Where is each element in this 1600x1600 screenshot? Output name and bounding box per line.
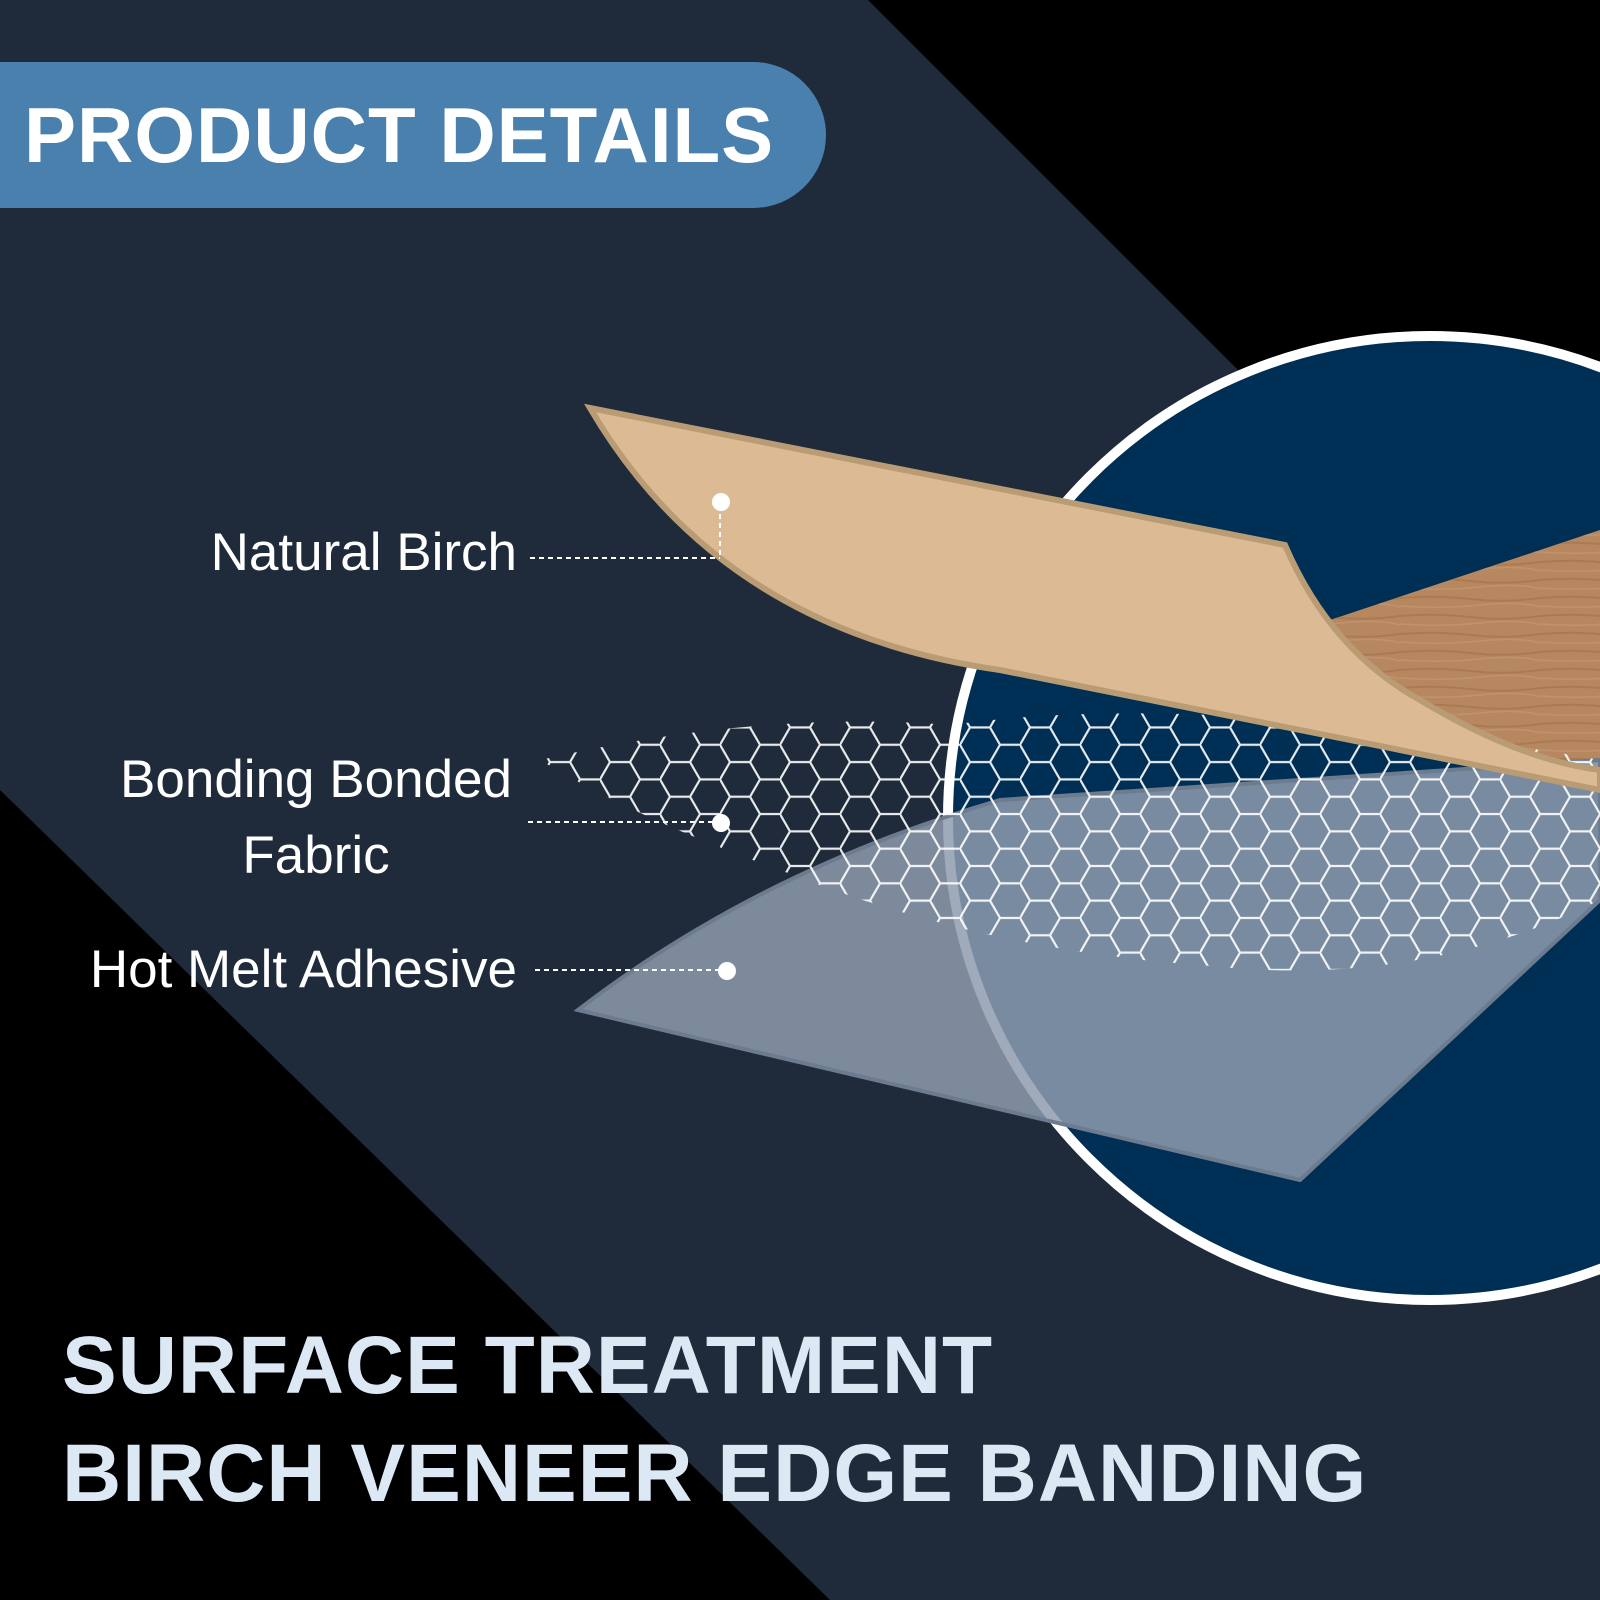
callout-dot-adhesive [718, 962, 736, 980]
callout-bonding-fabric: Bonding Bonded Fabric [120, 742, 512, 894]
headline-line2: BIRCH VENEER EDGE BANDING [62, 1428, 1368, 1519]
birch-veneer-strip [584, 403, 1600, 794]
callout-natural-birch: Natural Birch [210, 523, 517, 582]
callout-bonding-fabric-line1: Bonding Bonded [120, 750, 512, 809]
headline: SURFACE TREATMENT BIRCH VENEER EDGE BAND… [62, 1312, 1367, 1528]
callout-dot-fabric [712, 814, 730, 832]
headline-line1: SURFACE TREATMENT [62, 1320, 994, 1411]
callout-dot-birch [712, 493, 730, 511]
callout-hot-melt-adhesive: Hot Melt Adhesive [89, 940, 517, 999]
callout-bonding-fabric-line2: Fabric [242, 826, 390, 885]
callout-leaders [528, 505, 725, 971]
wood-texture-detail [1330, 530, 1600, 780]
header-pill: PRODUCT DETAILS [0, 62, 826, 208]
page-title: PRODUCT DETAILS [24, 90, 775, 179]
